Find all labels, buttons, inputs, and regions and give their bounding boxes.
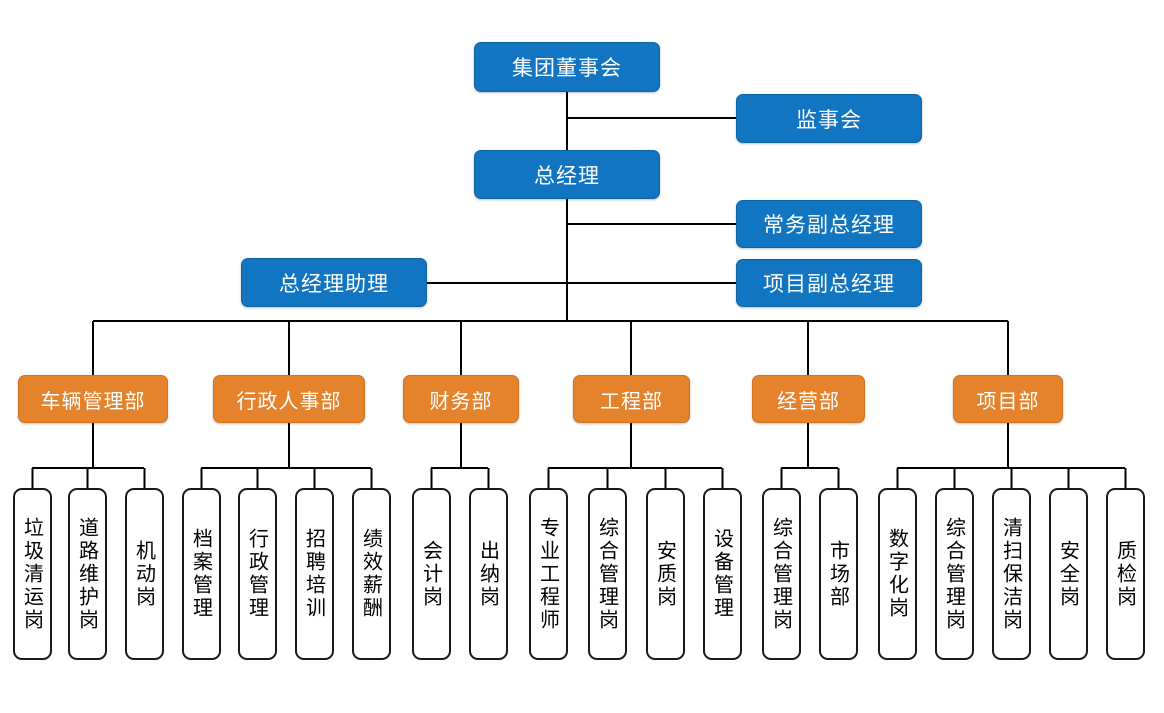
position-node-label: 道路维护岗 <box>75 516 100 632</box>
position-node-p08[interactable]: 会计岗 <box>412 488 451 660</box>
position-node-label: 设备管理 <box>710 528 735 620</box>
exec-node-label: 常务副总经理 <box>763 213 895 237</box>
position-node-label: 档案管理 <box>189 528 214 620</box>
position-node-label: 行政管理 <box>245 528 270 620</box>
position-node-label: 出纳岗 <box>476 539 501 609</box>
dept-node-engineer[interactable]: 工程部 <box>573 375 690 423</box>
exec-node-label: 总经理 <box>534 163 600 188</box>
position-node-p01[interactable]: 垃圾清运岗 <box>13 488 52 660</box>
dept-node-label: 行政人事部 <box>236 388 342 413</box>
position-node-label: 综合管理岗 <box>769 516 794 632</box>
exec-node-exec-vp[interactable]: 常务副总经理 <box>736 200 922 248</box>
dept-node-vehicle[interactable]: 车辆管理部 <box>18 375 168 423</box>
exec-node-supervisors[interactable]: 监事会 <box>736 94 922 143</box>
position-node-p19[interactable]: 安全岗 <box>1049 488 1088 660</box>
position-node-label: 综合管理岗 <box>942 516 967 632</box>
position-node-label: 清扫保洁岗 <box>999 516 1024 632</box>
dept-node-label: 车辆管理部 <box>40 388 146 413</box>
position-node-p20[interactable]: 质检岗 <box>1106 488 1145 660</box>
position-node-label: 绩效薪酬 <box>359 528 384 620</box>
position-node-p11[interactable]: 综合管理岗 <box>588 488 627 660</box>
position-node-p04[interactable]: 档案管理 <box>182 488 221 660</box>
position-node-p03[interactable]: 机动岗 <box>125 488 164 660</box>
position-node-p18[interactable]: 清扫保洁岗 <box>992 488 1031 660</box>
position-node-label: 安全岗 <box>1056 539 1081 609</box>
dept-node-label: 项目部 <box>976 388 1040 413</box>
position-node-label: 招聘培训 <box>302 528 327 620</box>
position-node-p07[interactable]: 绩效薪酬 <box>352 488 391 660</box>
position-node-label: 质检岗 <box>1113 539 1138 609</box>
exec-node-label: 监事会 <box>796 107 862 132</box>
position-node-p13[interactable]: 设备管理 <box>703 488 742 660</box>
position-node-label: 安质岗 <box>653 539 678 609</box>
position-node-label: 垃圾清运岗 <box>20 516 45 632</box>
position-node-label: 专业工程师 <box>536 516 561 632</box>
dept-node-finance[interactable]: 财务部 <box>403 375 519 423</box>
position-node-p17[interactable]: 综合管理岗 <box>935 488 974 660</box>
exec-node-label: 项目副总经理 <box>763 272 895 296</box>
exec-node-project-vp[interactable]: 项目副总经理 <box>736 259 922 307</box>
dept-node-label: 财务部 <box>429 388 493 413</box>
position-node-p16[interactable]: 数字化岗 <box>878 488 917 660</box>
position-node-label: 机动岗 <box>132 539 157 609</box>
position-node-p15[interactable]: 市场部 <box>819 488 858 660</box>
position-node-label: 综合管理岗 <box>595 516 620 632</box>
position-node-p05[interactable]: 行政管理 <box>238 488 277 660</box>
dept-node-label: 经营部 <box>777 388 840 413</box>
position-node-label: 市场部 <box>826 539 851 609</box>
exec-node-gm[interactable]: 总经理 <box>474 150 660 199</box>
exec-node-gm-assistant[interactable]: 总经理助理 <box>241 258 427 307</box>
dept-node-admin-hr[interactable]: 行政人事部 <box>213 375 365 423</box>
exec-node-board[interactable]: 集团董事会 <box>474 42 660 92</box>
position-node-p12[interactable]: 安质岗 <box>646 488 685 660</box>
position-node-p09[interactable]: 出纳岗 <box>469 488 508 660</box>
dept-node-operation[interactable]: 经营部 <box>752 375 865 423</box>
position-node-p10[interactable]: 专业工程师 <box>529 488 568 660</box>
position-node-p14[interactable]: 综合管理岗 <box>762 488 801 660</box>
exec-node-label: 总经理助理 <box>279 271 389 296</box>
dept-node-label: 工程部 <box>600 388 663 413</box>
position-node-p02[interactable]: 道路维护岗 <box>68 488 107 660</box>
dept-node-project[interactable]: 项目部 <box>953 375 1063 423</box>
position-node-label: 数字化岗 <box>885 528 910 620</box>
position-node-p06[interactable]: 招聘培训 <box>295 488 334 660</box>
position-node-label: 会计岗 <box>419 539 444 609</box>
exec-node-label: 集团董事会 <box>512 56 622 80</box>
